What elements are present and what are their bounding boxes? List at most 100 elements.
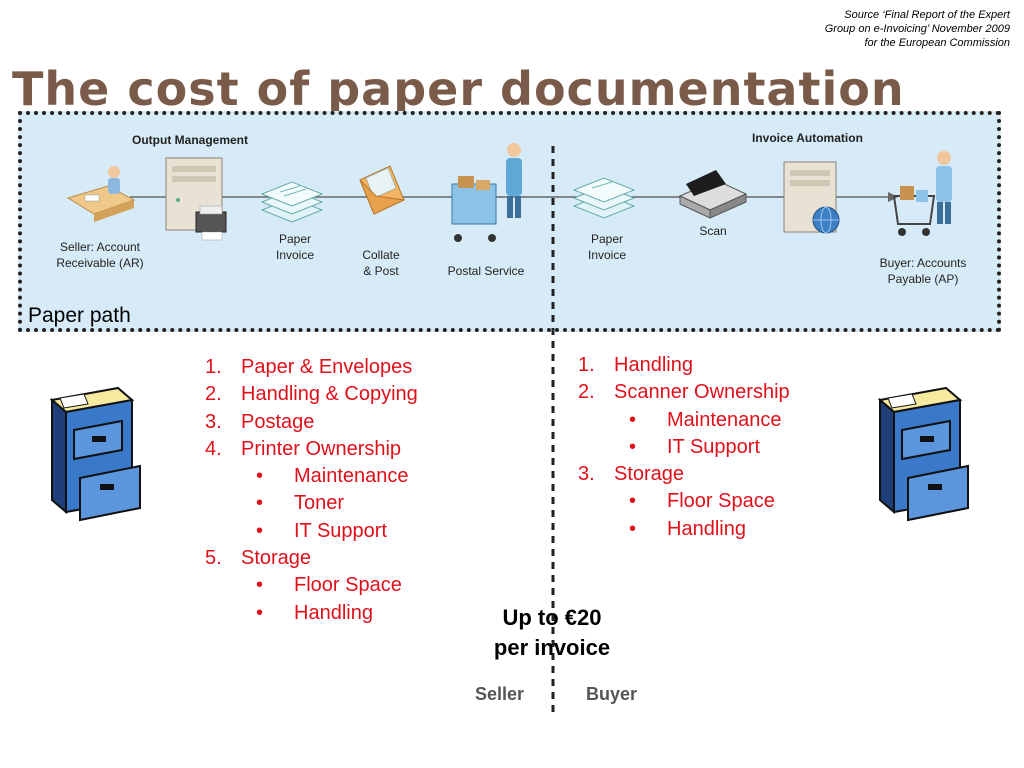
seller_costs-item-label: Postage — [241, 410, 315, 433]
postal-service-label: Postal Service — [447, 264, 525, 278]
paper-invoice-label-left: Paper Invoice — [262, 231, 328, 263]
buyer_costs-item-number: 3. — [578, 463, 595, 486]
collate-post-label: Collate & Post — [350, 247, 412, 279]
buyer-ap-label: Buyer: Accounts Payable (AP) — [864, 255, 982, 287]
buyer_costs-item-label: Storage — [614, 463, 685, 486]
buyer_costs-sub-item: • Floor Space — [578, 488, 790, 515]
seller_costs-item-number: 5. — [205, 547, 222, 570]
buyer_costs-item-label: Handling — [614, 354, 693, 376]
seller_costs-item: 4. Printer Ownership • Maintenance • Toner • IT… — [205, 436, 418, 545]
buyer_costs-sub-item-label: IT Support — [667, 435, 761, 458]
paper-invoice-left-line-2: Invoice — [275, 248, 315, 262]
buyer_costs-sub-item-label: Maintenance — [667, 408, 782, 431]
source-line-3: for the European Commission — [864, 37, 1010, 49]
bullet-icon: • — [256, 519, 264, 542]
paper-invoice-label-right: Paper Invoice — [574, 231, 640, 263]
seller-ar-line-1: Seller: Account — [59, 240, 141, 254]
bullet-icon: • — [256, 574, 264, 597]
bullet-icon: • — [256, 601, 264, 624]
seller_costs-sub-list: • Floor Space • Handling — [205, 572, 418, 627]
seller-ar-line-2: Receivable (AR) — [56, 256, 144, 270]
buyer-ap-line-2: Payable (AP) — [887, 272, 959, 286]
seller_costs-item: 3. Postage — [205, 409, 418, 436]
seller_costs-sub-item: • Handling — [205, 600, 418, 627]
source-line-1: Source ‘Final Report of the Expert — [844, 9, 1010, 21]
seller_costs-sub-item: • Floor Space — [205, 572, 418, 599]
scanner-icon — [678, 170, 748, 219]
buyer_costs-sub-list: • Floor Space • Handling — [578, 488, 790, 543]
paper-invoice-right-line-2: Invoice — [587, 248, 627, 262]
cost-per-invoice-line-1: Up to €20 — [502, 605, 602, 630]
seller-cost-list: 1. Paper & Envelopes 2. Handling & Copying 3… — [205, 354, 418, 627]
paper-invoice-left-line-1: Paper — [278, 232, 312, 246]
buyer_costs-sub-item-label: Handling — [667, 517, 746, 540]
seller_costs-item-label: Storage — [241, 547, 312, 570]
filing-cabinet-icon-left — [49, 386, 141, 522]
seller_costs-item: 5. Storage • Floor Space • Handling — [205, 545, 418, 627]
buyer_costs-item: 3. Storage • Floor Space • Handling — [578, 461, 790, 543]
seller-desk-icon — [66, 166, 136, 222]
seller_costs-item: 1. Paper & Envelopes — [205, 354, 418, 381]
seller_costs-sub-list: • Maintenance • Toner • IT Support — [205, 463, 418, 545]
seller_costs-item-label: Handling & Copying — [241, 383, 418, 406]
seller_costs-item-number: 2. — [205, 383, 222, 406]
buyer_costs-item-label: Scanner Ownership — [614, 381, 790, 404]
buyer_costs-item: 2. Scanner Ownership • Maintenance • IT Suppo… — [578, 379, 790, 461]
bullet-icon: • — [629, 517, 637, 540]
slide-title: The cost of paper documentation — [12, 62, 905, 116]
seller_costs-sub-item-label: Maintenance — [294, 465, 409, 488]
buyer_costs-sub-item: • Handling — [578, 516, 790, 543]
seller_costs-item-label: Printer Ownership — [241, 437, 402, 460]
buyer-cost-list: 1. Handling 2. Scanner Ownership • Maintenanc… — [578, 352, 790, 543]
collate-line-1: Collate — [362, 248, 400, 262]
bullet-icon: • — [629, 435, 637, 458]
cost-per-invoice-line-2: per invoice — [493, 635, 611, 660]
seller_costs-sub-item-label: Floor Space — [294, 574, 402, 597]
seller_costs-sub-item-label: Toner — [294, 492, 345, 515]
buyer-ap-line-1: Buyer: Accounts — [879, 256, 967, 270]
bullet-icon: • — [256, 465, 264, 488]
postal-service-icon — [451, 143, 522, 242]
buyer_costs-sub-list: • Maintenance • IT Support — [578, 407, 790, 462]
seller-ar-label: Seller: Account Receivable (AR) — [42, 239, 158, 271]
paper-invoice-icon-left — [260, 181, 324, 223]
bullet-icon: • — [629, 490, 637, 513]
seller_costs-item-number: 3. — [205, 410, 222, 433]
seller_costs-item-number: 1. — [205, 356, 222, 378]
seller_costs-sub-item-label: Handling — [294, 601, 373, 624]
buyer-cart-icon — [892, 151, 952, 236]
collate-line-2: & Post — [363, 264, 399, 278]
paper-invoice-right-line-1: Paper — [590, 232, 624, 246]
paper-path-label: Paper path — [28, 304, 131, 327]
seller_costs-item: 2. Handling & Copying — [205, 381, 418, 408]
seller_costs-sub-item: • Toner — [205, 490, 418, 517]
scan-label: Scan — [699, 224, 727, 238]
buyer_costs-item-number: 2. — [578, 381, 595, 404]
buyer-side-label: Buyer — [586, 684, 638, 704]
cost-per-invoice: Up to €20 per invoice — [470, 603, 634, 663]
seller-side-label: Seller — [475, 684, 525, 704]
bullet-icon: • — [629, 408, 637, 431]
buyer_costs-item: 1. Handling — [578, 352, 790, 379]
invoice-automation-header: Invoice Automation — [752, 131, 863, 145]
output-management-header: Output Management — [132, 133, 248, 147]
envelope-icon — [359, 165, 406, 215]
buyer_costs-sub-item: • Maintenance — [578, 407, 790, 434]
seller_costs-item-number: 4. — [205, 437, 222, 460]
server-printer-icon — [165, 157, 227, 241]
seller_costs-sub-item: • IT Support — [205, 518, 418, 545]
buyer_costs-sub-item-label: Floor Space — [667, 490, 775, 513]
seller_costs-sub-item: • Maintenance — [205, 463, 418, 490]
server-globe-icon — [783, 161, 840, 234]
buyer_costs-item-number: 1. — [578, 354, 595, 376]
seller_costs-sub-item-label: IT Support — [294, 519, 388, 542]
bullet-icon: • — [256, 492, 264, 515]
buyer_costs-sub-item: • IT Support — [578, 434, 790, 461]
source-note: Source ‘Final Report of the Expert Group… — [825, 8, 1010, 50]
flow-arrow-head — [888, 192, 898, 202]
seller_costs-item-label: Paper & Envelopes — [241, 356, 413, 378]
paper-invoice-icon-right — [572, 177, 636, 219]
source-line-2: Group on e-Invoicing’ November 2009 — [824, 23, 1010, 35]
filing-cabinet-icon-right — [877, 386, 969, 522]
